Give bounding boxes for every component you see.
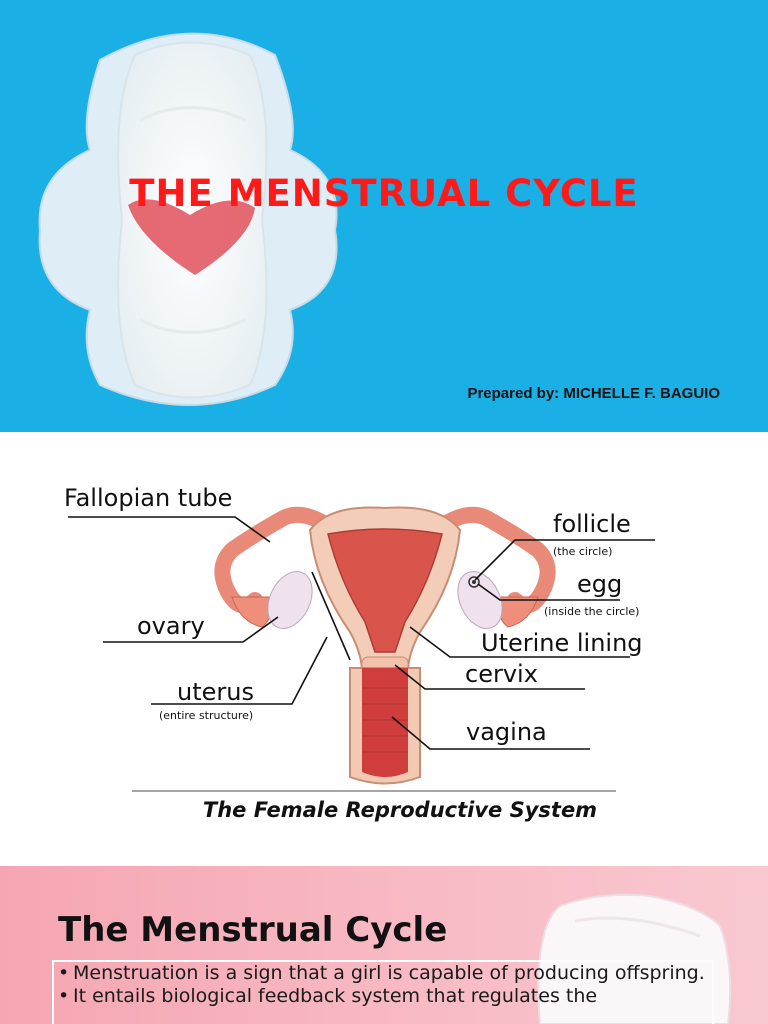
left-ovary: [267, 571, 313, 629]
bullet-marker: •: [58, 985, 70, 1007]
label-fallopian-tube: Fallopian tube: [64, 484, 233, 512]
slide-title: THE MENSTRUAL CYCLE: [129, 172, 639, 215]
anatomy-slide: Fallopian tube follicle (the circle) egg…: [0, 432, 768, 866]
label-egg: egg: [577, 570, 623, 598]
list-item: •It entails biological feedback system t…: [58, 985, 710, 1008]
list-item: •Menstruation is a sign that a girl is c…: [58, 962, 710, 985]
title-slide: THE MENSTRUAL CYCLE Prepared by: MICHELL…: [0, 0, 768, 432]
sanitary-pad-image: [38, 32, 338, 406]
bullet-box: [52, 960, 714, 1024]
uterine-cavity: [327, 528, 443, 653]
reproductive-system-diagram: [68, 506, 655, 792]
pad-image: [537, 893, 732, 1024]
label-uterine-lining: Uterine lining: [481, 629, 643, 657]
label-uterus-note: (entire structure): [159, 709, 254, 722]
label-cervix: cervix: [465, 660, 538, 688]
right-ovary: [457, 571, 503, 629]
vagina-canal: [362, 668, 408, 777]
label-vagina: vagina: [466, 718, 547, 746]
bullet-list: •Menstruation is a sign that a girl is c…: [58, 962, 710, 1008]
label-ovary: ovary: [137, 612, 205, 640]
slide-heading: The Menstrual Cycle: [58, 910, 448, 950]
follicle-circle: [468, 576, 480, 588]
bullet-marker: •: [58, 962, 70, 984]
bullet-text: Menstruation is a sign that a girl is ca…: [73, 962, 705, 984]
label-follicle: follicle: [553, 510, 631, 538]
label-egg-note: (inside the circle): [544, 605, 640, 618]
content-slide: The Menstrual Cycle •Menstruation is a s…: [0, 866, 768, 1024]
bullet-text: It entails biological feedback system th…: [73, 985, 598, 1007]
diagram-caption: The Female Reproductive System: [202, 798, 598, 822]
prepared-by-text: Prepared by: MICHELLE F. BAGUIO: [467, 385, 720, 402]
label-uterus: uterus: [177, 678, 254, 706]
egg-dot: [472, 580, 476, 584]
label-follicle-note: (the circle): [553, 545, 613, 558]
